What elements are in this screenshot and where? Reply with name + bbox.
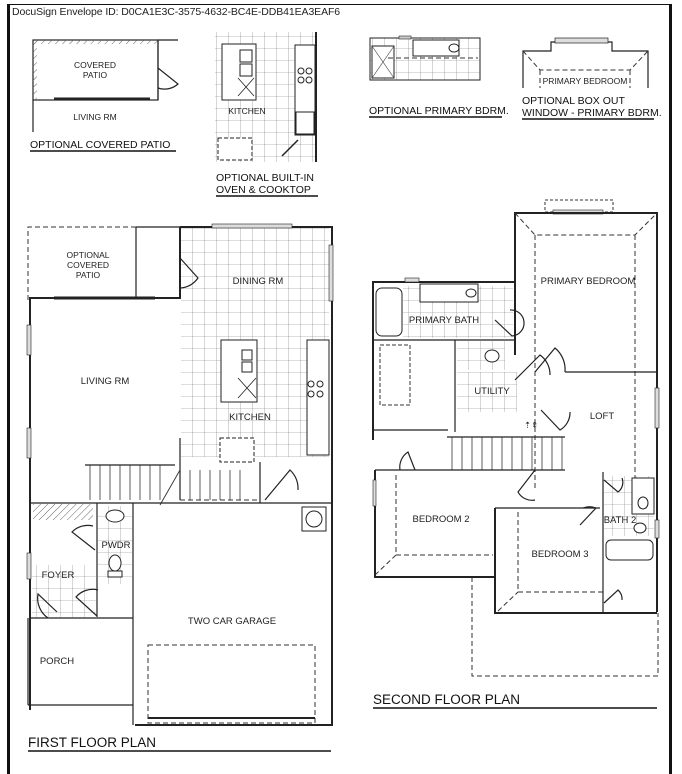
- svg-text:SECOND FLOOR PLAN: SECOND FLOOR PLAN: [373, 692, 520, 707]
- svg-text:TWO CAR GARAGE: TWO CAR GARAGE: [188, 616, 276, 627]
- option-primary-bdrm: OPTIONAL PRIMARY BDRM.: [369, 35, 509, 118]
- option-covered-patio: COVERED PATIO LIVING RM OPTIONAL COVERED…: [30, 39, 179, 152]
- svg-text:LIVING RM: LIVING RM: [73, 112, 116, 122]
- svg-text:PRIMARY BATH: PRIMARY BATH: [409, 315, 479, 326]
- svg-text:COVERED: COVERED: [67, 260, 109, 270]
- svg-text:KITCHEN: KITCHEN: [228, 106, 265, 116]
- svg-text:OPTIONAL PRIMARY BDRM.: OPTIONAL PRIMARY BDRM.: [369, 105, 509, 117]
- svg-text:DINING RM: DINING RM: [233, 276, 284, 287]
- svg-text:PRIMARY BEDROOM: PRIMARY BEDROOM: [543, 76, 628, 86]
- svg-text:WINDOW - PRIMARY BDRM.: WINDOW - PRIMARY BDRM.: [522, 107, 662, 119]
- svg-text:OPTIONAL BOX OUT: OPTIONAL BOX OUT: [522, 95, 625, 107]
- svg-text:PATIO: PATIO: [83, 70, 108, 80]
- svg-text:OVEN & COOKTOP: OVEN & COOKTOP: [216, 184, 311, 196]
- option-box-out-window: PRIMARY BEDROOM OPTIONAL BOX OUT WINDOW …: [522, 37, 662, 120]
- svg-text:OPTIONAL: OPTIONAL: [67, 250, 110, 260]
- svg-text:COVERED: COVERED: [74, 60, 116, 70]
- svg-text:BATH 2: BATH 2: [604, 515, 637, 526]
- svg-text:LOFT: LOFT: [590, 411, 614, 422]
- svg-text:LIVING RM: LIVING RM: [81, 376, 130, 387]
- svg-text:FOYER: FOYER: [42, 570, 75, 581]
- svg-text:KITCHEN: KITCHEN: [229, 412, 271, 423]
- svg-text:PORCH: PORCH: [40, 656, 74, 667]
- svg-text:PRIMARY BEDROOM: PRIMARY BEDROOM: [541, 276, 636, 287]
- first-floor-plan: OPTIONAL COVERED PATIO DINING RM LIVING …: [26, 223, 334, 752]
- page-frame: [7, 4, 672, 774]
- svg-text:⇡⇞: ⇡⇞: [524, 420, 538, 430]
- second-floor-plan: PRIMARY BEDROOM PRIMARY BATH UTILITY ⇡⇞ …: [372, 199, 660, 709]
- option-oven-cooktop: KITCHEN OPTIONAL BUILT-IN OVEN & COOKTOP: [215, 32, 318, 197]
- svg-text:OPTIONAL COVERED PATIO: OPTIONAL COVERED PATIO: [30, 139, 170, 151]
- svg-text:PATIO: PATIO: [76, 270, 101, 280]
- svg-text:UTILITY: UTILITY: [474, 386, 510, 397]
- svg-text:BEDROOM 2: BEDROOM 2: [412, 514, 469, 525]
- svg-text:PWDR: PWDR: [101, 540, 130, 551]
- svg-text:BEDROOM 3: BEDROOM 3: [531, 549, 588, 560]
- envelope-id: DocuSign Envelope ID: D0CA1E3C-3575-4632…: [12, 6, 341, 18]
- svg-text:OPTIONAL BUILT-IN: OPTIONAL BUILT-IN: [216, 172, 314, 184]
- svg-text:FIRST FLOOR PLAN: FIRST FLOOR PLAN: [28, 735, 156, 750]
